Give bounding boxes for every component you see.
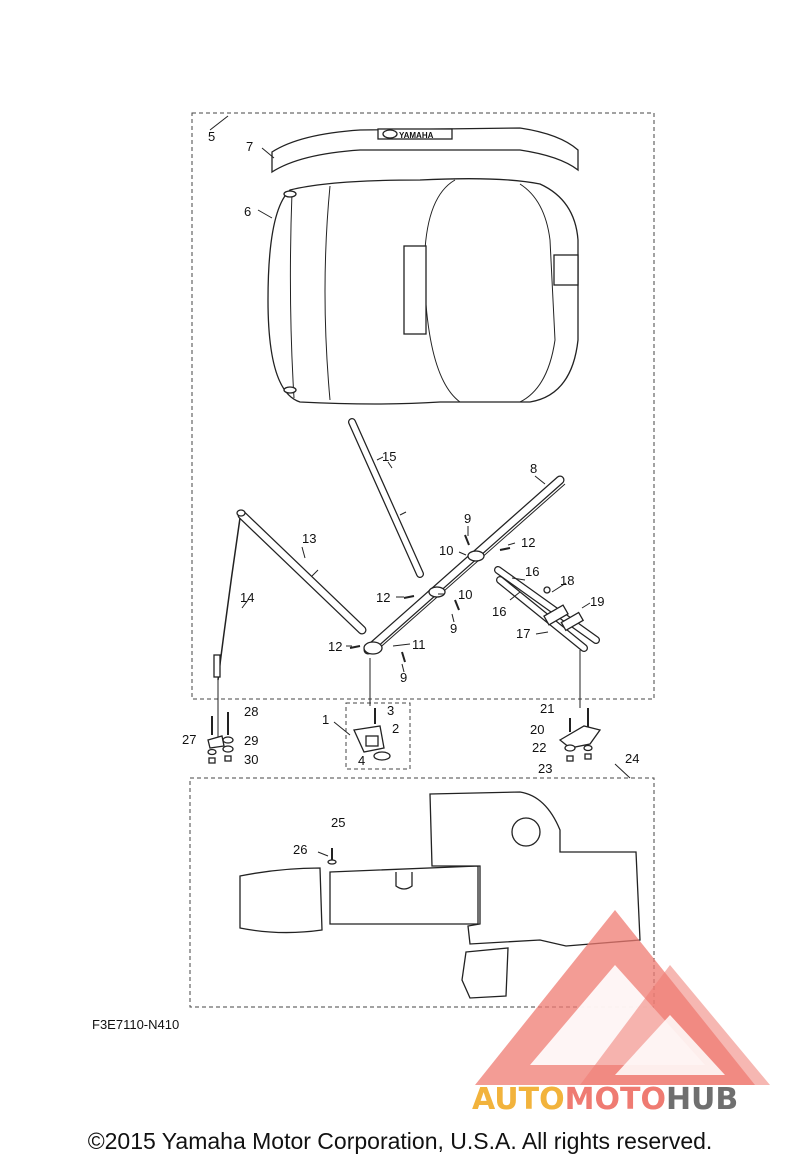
- callout-1: 1: [322, 712, 329, 727]
- watermark-triangle-logo: [475, 910, 770, 1085]
- group-box-bracket: [345, 702, 411, 770]
- callout-3: 3: [387, 703, 394, 718]
- callout-16-top: 16: [525, 564, 539, 579]
- callout-4: 4: [358, 753, 365, 768]
- strap-14-part: [213, 517, 241, 681]
- callout-16-bottom: 16: [492, 604, 506, 619]
- copyright-notice: ©2015 Yamaha Motor Corporation, U.S.A. A…: [87, 1128, 713, 1154]
- callout-9-bottom: 9: [400, 670, 407, 685]
- callout-7: 7: [246, 139, 253, 154]
- left-hardware-part: [207, 712, 234, 764]
- pole-13-part: [236, 509, 367, 635]
- watermark-moto: MOTO: [564, 1082, 666, 1117]
- rear-pole-assembly-part: [494, 566, 600, 652]
- main-frame-pole-8-part: [363, 475, 566, 655]
- callout-20: 20: [530, 722, 544, 737]
- callout-28: 28: [244, 704, 258, 719]
- right-hardware-part: [558, 708, 602, 762]
- callout-12-mid: 12: [376, 590, 390, 605]
- pole-15-part: [348, 418, 424, 578]
- callout-2: 2: [392, 721, 399, 736]
- yamaha-logo-text: YAMAHA: [399, 131, 434, 140]
- callout-12-left: 12: [328, 639, 342, 654]
- callout-8: 8: [530, 461, 537, 476]
- callout-14: 14: [240, 590, 254, 605]
- group-box-mat: [189, 777, 655, 1008]
- diagram-code: F3E7110-N410: [92, 1017, 180, 1032]
- callout-15: 15: [382, 449, 396, 464]
- callout-9-top: 9: [464, 511, 471, 526]
- callout-27: 27: [182, 732, 196, 747]
- frame-screws: [349, 534, 511, 663]
- callout-25: 25: [331, 815, 345, 830]
- canopy-cover-part: [267, 178, 579, 405]
- callout-9-mid: 9: [450, 621, 457, 636]
- watermark-auto: AUTO: [472, 1082, 565, 1117]
- callout-22: 22: [532, 740, 546, 755]
- group-box-canopy: [191, 112, 655, 700]
- callout-5: 5: [208, 129, 215, 144]
- callout-18: 18: [560, 573, 574, 588]
- callout-19: 19: [590, 594, 604, 609]
- callout-10-mid: 10: [458, 587, 472, 602]
- callout-24: 24: [625, 751, 639, 766]
- callout-21: 21: [540, 701, 554, 716]
- watermark-brand-text: AUTOMOTOHUB: [472, 1082, 738, 1117]
- front-trim-part: YAMAHA: [271, 127, 579, 174]
- bracket-assembly-part: [353, 708, 391, 761]
- callout-17: 17: [516, 626, 530, 641]
- callout-6: 6: [244, 204, 251, 219]
- deck-mat-part: [239, 791, 641, 999]
- callout-30: 30: [244, 752, 258, 767]
- leader-lines: [209, 115, 631, 857]
- callout-26: 26: [293, 842, 307, 857]
- callout-10-top: 10: [439, 543, 453, 558]
- callout-11: 11: [412, 637, 426, 652]
- callout-29: 29: [244, 733, 258, 748]
- watermark-hub: HUB: [665, 1082, 739, 1117]
- callout-23: 23: [538, 761, 552, 776]
- callout-12-right: 12: [521, 535, 535, 550]
- callout-13: 13: [302, 531, 316, 546]
- callout-labels: 5 7 6 15 8 13 14 9 10 12 16 18 12 10 16 …: [182, 129, 639, 857]
